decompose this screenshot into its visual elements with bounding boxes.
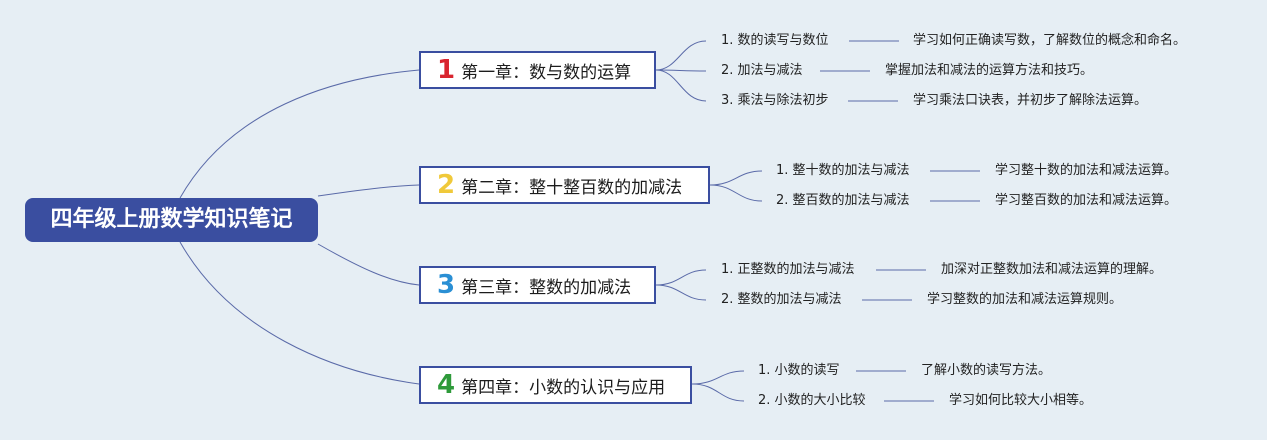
connector-root-ch2 xyxy=(317,184,420,197)
chapter-number-2: 2 xyxy=(437,170,456,200)
connector-ch4-t1 xyxy=(691,370,745,385)
root-title: 四年级上册数学知识笔记 xyxy=(50,207,293,232)
chapter-node-1[interactable]: 1 第一章：数与数的运算 xyxy=(419,51,656,89)
topic-2-1[interactable]: 1. 整十数的加法与减法 xyxy=(776,163,910,178)
chapter-number-3: 3 xyxy=(437,270,456,300)
connector-ch3-t2 xyxy=(655,284,707,301)
chapter-number-1: 1 xyxy=(437,55,456,85)
topic-desc-3-1: 加深对正整数加法和减法运算的理解。 xyxy=(941,262,1163,277)
topic-desc-2-1: 学习整十数的加法和减法运算。 xyxy=(995,163,1178,178)
connector-ch2-t2 xyxy=(709,184,763,202)
chapter-title-4: 第四章：小数的认识与应用 xyxy=(461,377,666,398)
chapter-title-2: 第二章：整十整百数的加减法 xyxy=(461,177,683,198)
topic-4-2[interactable]: 2. 小数的大小比较 xyxy=(758,393,866,408)
topic-2-2[interactable]: 2. 整百数的加法与减法 xyxy=(776,193,910,208)
chapter-title-3: 第三章：整数的加减法 xyxy=(461,277,632,298)
chapter-title-1: 第一章：数与数的运算 xyxy=(461,62,632,83)
connector-root-ch3 xyxy=(317,243,420,286)
chapter-node-4[interactable]: 4 第四章：小数的认识与应用 xyxy=(419,366,692,404)
topic-1-2[interactable]: 2. 加法与减法 xyxy=(721,63,803,78)
topic-desc-4-2: 学习如何比较大小相等。 xyxy=(949,393,1093,408)
chapter-node-3[interactable]: 3 第三章：整数的加减法 xyxy=(419,266,656,304)
connector-ch4-t2 xyxy=(691,383,745,402)
connector-ch2-t1 xyxy=(709,170,763,186)
connector-ch1-t3 xyxy=(655,69,707,102)
connector-root-ch4 xyxy=(179,241,420,385)
topic-desc-3-2: 学习整数的加法和减法运算规则。 xyxy=(927,292,1123,307)
connector-ch1-t1 xyxy=(655,40,707,71)
connector-ch3-t1 xyxy=(655,269,707,286)
chapter-node-2[interactable]: 2 第二章：整十整百数的加减法 xyxy=(419,166,710,204)
connector-ch1-t2 xyxy=(655,69,707,72)
topic-4-1[interactable]: 1. 小数的读写 xyxy=(758,363,840,378)
chapter-number-4: 4 xyxy=(437,370,456,400)
connector-root-ch1 xyxy=(179,69,420,199)
topic-3-1[interactable]: 1. 正整数的加法与减法 xyxy=(721,262,855,277)
topic-desc-1-3: 学习乘法口诀表，并初步了解除法运算。 xyxy=(913,93,1148,108)
topic-1-3[interactable]: 3. 乘法与除法初步 xyxy=(721,93,829,108)
topic-1-1[interactable]: 1. 数的读写与数位 xyxy=(721,33,829,48)
topic-desc-2-2: 学习整百数的加法和减法运算。 xyxy=(995,193,1178,208)
topic-desc-1-2: 掌握加法和减法的运算方法和技巧。 xyxy=(885,63,1094,78)
topic-3-2[interactable]: 2. 整数的加法与减法 xyxy=(721,292,842,307)
root-node[interactable]: 四年级上册数学知识笔记 xyxy=(25,198,318,242)
topic-desc-4-1: 了解小数的读写方法。 xyxy=(921,363,1052,378)
topic-desc-1-1: 学习如何正确读写数，了解数位的概念和命名。 xyxy=(913,33,1187,48)
